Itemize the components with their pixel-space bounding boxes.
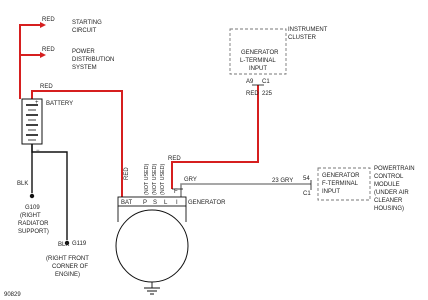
ground-g109-dot [29, 193, 35, 199]
arrow-starting-circuit [40, 22, 46, 28]
label-f-marker: F [174, 189, 178, 195]
ground-g119-dot [64, 240, 70, 246]
label-red-battery-top: RED [40, 84, 53, 90]
label-figure-id: 90829 [4, 292, 21, 298]
instrument-cluster-box [229, 28, 287, 75]
battery-symbol [21, 98, 43, 145]
label-conn-c1-top: C1 [262, 79, 270, 85]
label-instrument-cluster-1: INSTRUMENT [288, 27, 328, 33]
label-g109-desc-1: (RIGHT [20, 213, 41, 219]
label-g119-desc-2: CORNER OF [52, 264, 88, 270]
label-not-used-2: (NOT USED) [152, 163, 158, 195]
wire-black-g119 [31, 144, 68, 240]
label-terminal-s: S [153, 200, 157, 206]
label-starting-circuit-1: STARTING [72, 20, 102, 26]
label-generator: GENERATOR [188, 200, 226, 206]
label-gen-l-terminal-1: GENERATOR [241, 50, 279, 56]
label-gen-f-terminal-1: GENERATOR [322, 173, 360, 179]
label-battery: BATTERY [46, 101, 73, 107]
wire-red-battery-to-generator [31, 90, 123, 197]
label-pcm-6: HOUSING) [374, 206, 404, 212]
label-terminal-p: P [143, 200, 147, 206]
label-g119-desc-1: (RIGHT FRONT [46, 256, 89, 262]
generator-symbol [115, 196, 189, 295]
label-gen-l-terminal-3: INPUT [249, 66, 267, 72]
label-terminal-l: L [164, 200, 168, 206]
label-g119-desc-3: ENGINE) [55, 272, 80, 278]
label-g109: G109 [25, 205, 40, 211]
label-pcm-5: CLEANER [374, 198, 403, 204]
label-instrument-cluster-2: CLUSTER [288, 35, 317, 41]
wire-red-l-to-cluster [171, 85, 259, 189]
label-blk-2: BLK [58, 242, 69, 248]
label-battery-plus: + [35, 100, 39, 106]
label-power-dist-3: SYSTEM [72, 65, 97, 71]
label-pcm-3: MODULE [374, 182, 400, 188]
label-gen-l-terminal-2: L-TERMINAL [240, 58, 276, 64]
label-gen-f-terminal-3: INPUT [322, 189, 340, 195]
label-power-dist-2: DISTRIBUTION [72, 57, 114, 63]
label-battery-minus: − [36, 148, 40, 154]
wire-red-starting [19, 24, 40, 99]
label-g109-desc-2: RADIATOR [18, 221, 49, 227]
label-blk-1: BLK [17, 181, 28, 187]
label-red-starting: RED [42, 17, 55, 23]
label-g109-desc-3: SUPPORT) [18, 229, 49, 235]
label-conn-a9: A9 [246, 79, 254, 85]
label-gen-f-terminal-2: F-TERMINAL [322, 181, 359, 187]
label-red-vertical: RED [124, 167, 130, 180]
pcm-box [317, 167, 371, 201]
arrow-power-distribution [40, 52, 46, 58]
label-red-to-cluster: RED [168, 156, 181, 162]
label-not-used-1: (NOT USED) [144, 163, 150, 195]
label-pcm-2: CONTROL [374, 174, 404, 180]
label-pin-54: 54 [303, 176, 310, 182]
label-wire-23-gry: 23 GRY [272, 178, 293, 184]
label-red-power: RED [42, 47, 55, 53]
label-terminal-i: I [176, 200, 178, 206]
label-bat-terminal: BAT [121, 200, 133, 206]
label-power-dist-1: POWER [72, 49, 95, 55]
label-conn-c1: C1 [303, 191, 311, 197]
label-wire-red-225-num: 225 [262, 91, 273, 97]
label-pcm-4: (UNDER AIR [374, 190, 409, 196]
wire-gray-f-to-pcm [180, 183, 311, 197]
label-pcm-1: POWERTRAIN [374, 166, 415, 172]
label-starting-circuit-2: CIRCUIT [72, 28, 97, 34]
label-gry-short: GRY [184, 177, 197, 183]
label-wire-red-225-red: RED [246, 91, 259, 97]
label-not-used-3: (NOT USED) [160, 163, 166, 195]
label-g119: G119 [72, 241, 87, 247]
